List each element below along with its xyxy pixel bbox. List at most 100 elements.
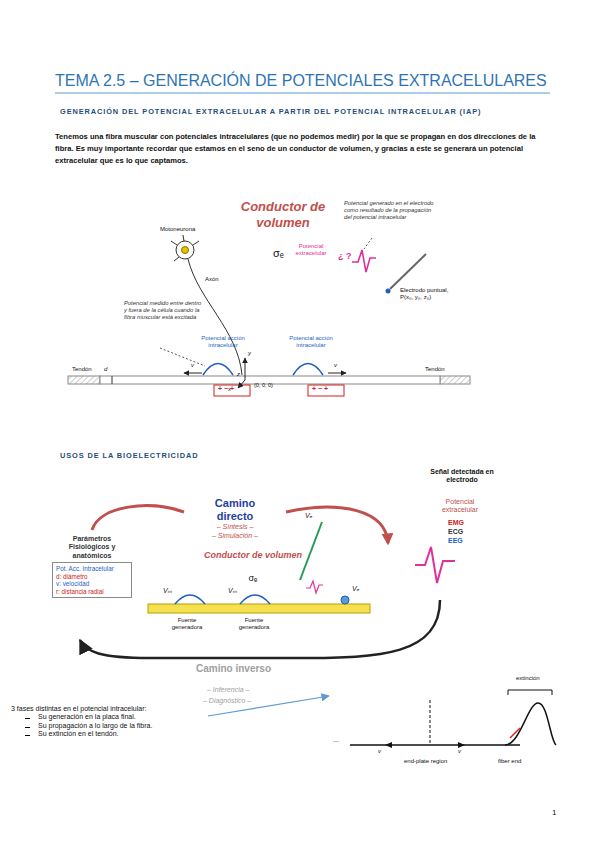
bullet-row: Su extinción en el tendón. bbox=[25, 730, 201, 738]
callout-outline bbox=[341, 198, 442, 224]
inverse-path-arrow bbox=[80, 600, 440, 658]
y-axis bbox=[245, 358, 246, 380]
electrode-tip bbox=[386, 289, 391, 294]
bullet-dash bbox=[25, 727, 30, 728]
signal-type: ECG bbox=[448, 528, 463, 536]
node-text: end-plate region bbox=[404, 758, 447, 765]
end-plate-line bbox=[430, 700, 431, 745]
bullet-row: Su generación en la placa final. bbox=[25, 713, 201, 721]
node-text: Su extinción en el tendón. bbox=[38, 730, 119, 738]
propagation-arrows bbox=[385, 742, 465, 748]
title-rule bbox=[55, 93, 550, 94]
extinction-mark bbox=[510, 728, 520, 738]
velocity-label: v bbox=[334, 362, 337, 369]
source-label: Fuente generadora bbox=[165, 617, 209, 631]
axis-label: y bbox=[248, 350, 251, 357]
tendon-label: Tendón bbox=[425, 366, 445, 373]
charge-box bbox=[214, 385, 250, 396]
velocity-arrow bbox=[184, 373, 202, 374]
source-wave bbox=[175, 595, 205, 604]
node-text: σₑ bbox=[273, 247, 284, 260]
potential-label: Vₑ bbox=[305, 512, 312, 520]
section-band: GENERACIÓN DEL POTENCIAL EXTRACELULAR A … bbox=[55, 104, 550, 121]
parameter-box: Parámetros Fisiológicos y anatómicosPot.… bbox=[52, 535, 132, 598]
needle-signal bbox=[306, 581, 323, 593]
signal-label: ¿ ? bbox=[338, 251, 352, 261]
velocity-label: v bbox=[191, 362, 194, 369]
node-text: Conductor de volumen bbox=[128, 550, 378, 561]
signal-heading: Señal detectada en electrodo bbox=[425, 468, 499, 484]
tendon-right bbox=[440, 376, 470, 384]
node-text: Su propagación a lo largo de la fibra. bbox=[38, 722, 152, 730]
bullet-dash bbox=[25, 718, 30, 719]
node-text: – Simulación – bbox=[212, 532, 258, 540]
bullet-row: Su propagación a lo largo de la fibra. bbox=[25, 722, 201, 730]
surface-electrode bbox=[341, 596, 349, 604]
iap-wave bbox=[293, 364, 323, 376]
direct-path-arrow bbox=[92, 506, 184, 530]
node-text: ... bbox=[333, 736, 339, 744]
fiber-bar bbox=[148, 604, 370, 613]
box-outline bbox=[6, 701, 207, 746]
figure-label: Motoneurona bbox=[160, 226, 195, 233]
electrode-label: Electrodo puntual, P(x₀, y₀, z₀) bbox=[400, 287, 462, 301]
source-wave bbox=[240, 595, 270, 604]
bullet-dash bbox=[25, 735, 30, 736]
fiber-axis bbox=[350, 744, 520, 746]
leader-line bbox=[364, 238, 372, 249]
signal-type: EMG bbox=[448, 519, 464, 527]
node-text: Potencial generado en el electrodo como … bbox=[344, 200, 438, 221]
signal-type: EEG bbox=[448, 537, 463, 545]
node-text: fiber end bbox=[498, 758, 521, 765]
node-text: d: diámetro bbox=[56, 573, 128, 581]
band-fill bbox=[55, 448, 550, 465]
figure-panel: ...extinciónvvend-plate regionfiber end bbox=[330, 670, 560, 790]
tendon-label: Tendón bbox=[72, 366, 92, 373]
extinction-wave bbox=[505, 703, 556, 745]
node-text: USOS DE LA BIOELECTRICIDAD bbox=[60, 452, 545, 461]
leader-line bbox=[160, 348, 205, 366]
potential-label: Vₘ bbox=[228, 587, 237, 595]
node-text: Conductor de volumen bbox=[223, 199, 343, 230]
diameter-mark bbox=[112, 376, 113, 384]
figure-3 bbox=[350, 690, 556, 748]
path-label: Camino inverso bbox=[196, 663, 271, 675]
wave-label: Potencial acción intracelular bbox=[200, 335, 246, 349]
note-box: 3 fases distintas en el potencial intrac… bbox=[5, 700, 207, 746]
node-text: 3 fases distintas en el potencial intrac… bbox=[11, 705, 201, 713]
node-text: v: velocidad bbox=[56, 580, 128, 588]
volume-conductor: Conductor de volumen σₑ Potencial generado… bbox=[95, 185, 480, 430]
potential-label: Vₑ bbox=[352, 585, 359, 593]
node-text: GENERACIÓN DEL POTENCIAL EXTRACELULAR A … bbox=[60, 108, 545, 117]
parameter-list: Pot. Acc. Intracelulard: diámetrov: velo… bbox=[52, 562, 132, 598]
node-text: Pot. Acc. Intracelular bbox=[56, 565, 128, 573]
page-number: 1 bbox=[552, 808, 556, 817]
x-axis bbox=[238, 380, 245, 388]
velocity-arrow bbox=[328, 373, 346, 374]
node-outline bbox=[330, 670, 560, 790]
charge-label: + − + bbox=[218, 385, 234, 393]
signal-label: Potencial extracelular bbox=[430, 498, 490, 514]
section-band: USOS DE LA BIOELECTRICIDAD bbox=[55, 448, 550, 465]
node-text: v bbox=[378, 748, 381, 755]
motoneuron-body bbox=[176, 241, 194, 259]
figure-2 bbox=[80, 506, 455, 658]
volume-conductor: Conductor de volumenσₑ bbox=[128, 543, 378, 655]
figure-label: Axón bbox=[205, 276, 219, 283]
dendrites bbox=[171, 235, 199, 261]
node-text: v bbox=[458, 748, 461, 755]
wave-label: Potencial acción intracelular bbox=[288, 335, 334, 349]
node-text: – Síntesis – bbox=[217, 523, 254, 531]
page-title: TEMA 2.5 – GENERACIÓN DE POTENCIALES EXT… bbox=[55, 72, 547, 90]
callout-outline bbox=[121, 298, 208, 324]
needle-electrode bbox=[300, 522, 322, 580]
charge-box bbox=[308, 385, 344, 396]
body-paragraph: Tenemos una fibra muscular con potencial… bbox=[55, 131, 550, 167]
node-text: r: distancia radial bbox=[56, 588, 128, 596]
source-label: Fuente generadora bbox=[232, 617, 276, 631]
conductor-outline bbox=[99, 187, 476, 425]
path-sublabel: – Inferencia – bbox=[207, 686, 249, 694]
callout-box: Potencial medido entre dentro y fuera de… bbox=[120, 297, 208, 324]
node-text: Camino directo bbox=[204, 497, 266, 523]
